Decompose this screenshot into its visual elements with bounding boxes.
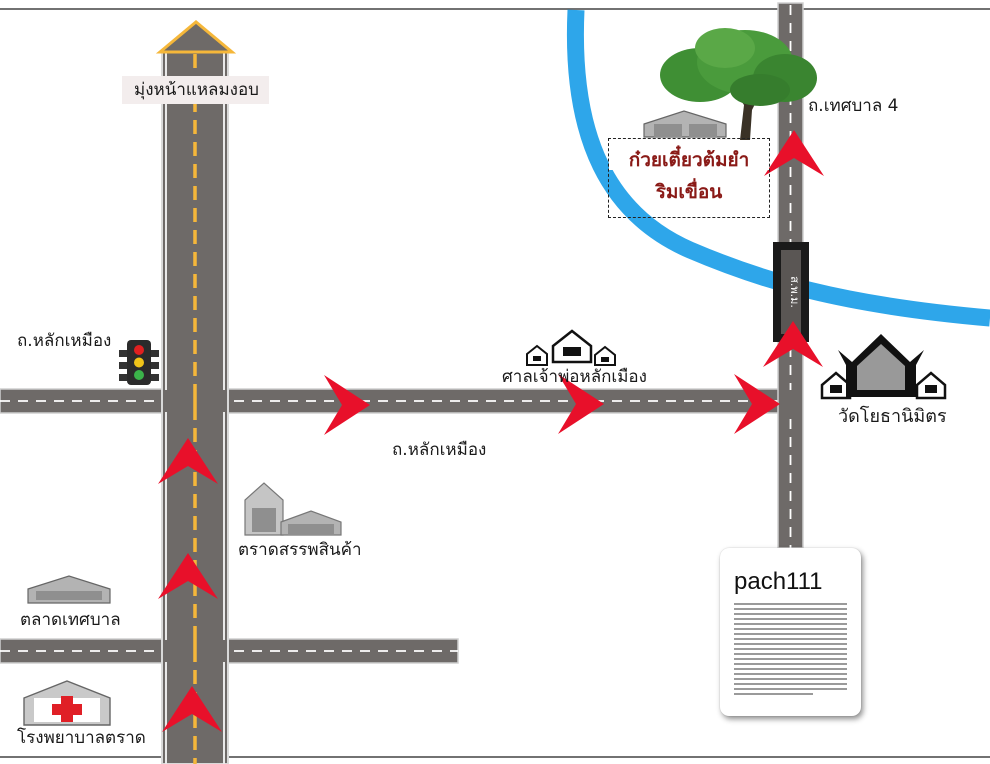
- department-store-label: ตราดสรรพสินค้า: [238, 540, 362, 560]
- temple-label: วัดโยธานิมิตร: [838, 406, 947, 427]
- shrine-label: ศาลเจ้าพ่อหลักเมือง: [502, 367, 647, 387]
- road-lak-mueang: [0, 388, 783, 414]
- note-card-title: pach111: [734, 568, 823, 595]
- warehouse-icon: [244, 482, 342, 536]
- note-card-fine-print: [734, 603, 847, 698]
- hospital-icon: [23, 680, 111, 726]
- road-lak-mueang-west-label: ถ.หลักเหมือง: [17, 331, 112, 351]
- destination-name-line2: ริมเขื่อน: [655, 181, 723, 203]
- house-icon: [526, 329, 616, 366]
- road-lak-mueang-center-label: ถ.หลักเหมือง: [392, 440, 487, 460]
- north-triangle-icon: [155, 20, 237, 54]
- temple-icon: [820, 334, 947, 400]
- north-destination-label: มุ่งหน้าแหลมงอบ: [122, 76, 269, 104]
- note-card: pach111: [720, 548, 861, 716]
- tree-icon: [660, 28, 817, 140]
- destination-box: ก๋วยเตี๋ยวต้มยำ ริมเขื่อน: [608, 138, 770, 218]
- destination-name-line1: ก๋วยเตี๋ยวต้มยำ: [609, 151, 769, 170]
- river: [566, 9, 990, 327]
- road-thetsaban-4-label: ถ.เทศบาล 4: [808, 96, 899, 116]
- municipal-market-label: ตลาดเทศบาล: [20, 610, 121, 630]
- hospital-label: โรงพยาบาลตราด: [17, 728, 146, 748]
- bridge-label: ส.พ.ม.: [788, 276, 801, 308]
- warehouse-icon: [27, 575, 111, 604]
- warehouse-icon: [643, 110, 727, 138]
- traffic-light-icon: [119, 340, 159, 385]
